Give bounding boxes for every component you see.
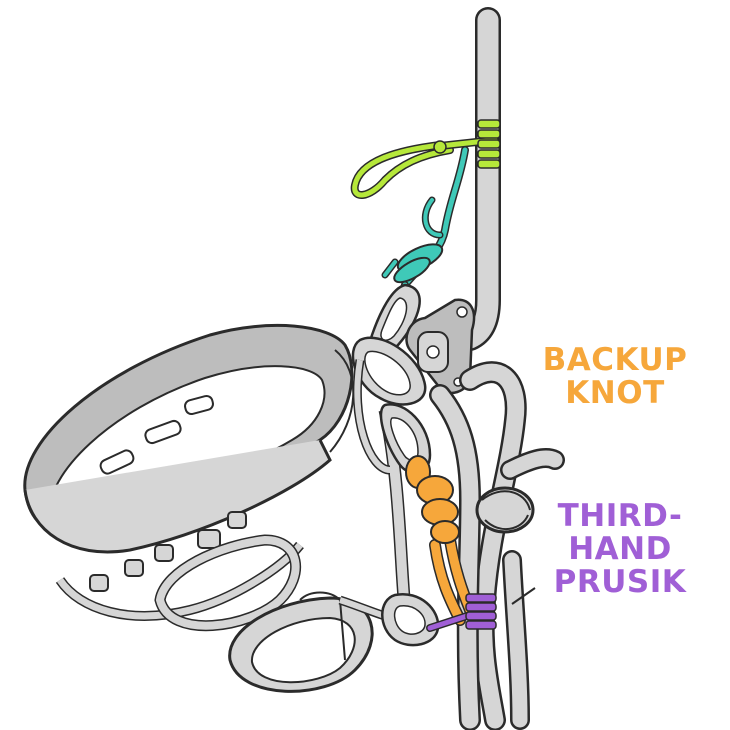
tether-knot (381, 243, 444, 284)
backup-knot-label: BACKUP KNOT (535, 344, 695, 410)
belt-slots (99, 394, 214, 475)
third-hand-prusik (426, 593, 497, 632)
backup-knot (405, 455, 476, 626)
harness-waist-belt (23, 323, 355, 554)
prusik-leader-line (511, 587, 536, 605)
anchor-cord-wraps (477, 119, 501, 169)
rope-strands (429, 361, 565, 730)
third-hand-prusik-label: THIRD- HAND PRUSIK (545, 500, 695, 599)
prusik-label-line1: THIRD- (557, 498, 683, 534)
backup-label-line2: KNOT (565, 375, 665, 411)
gear-loops (89, 511, 247, 592)
anchor-cord (350, 119, 501, 199)
rope-overhand-knot (475, 486, 535, 534)
prusik-label-line2: HAND (568, 531, 672, 567)
backup-label-line1: BACKUP (542, 342, 688, 378)
prusik-label-line3: PRUSIK (553, 564, 687, 600)
belay-device (405, 298, 476, 395)
prusik-carabiner (381, 592, 440, 647)
tether (381, 146, 469, 304)
harness-leg-loops (55, 534, 406, 693)
main-rope (457, 7, 501, 351)
